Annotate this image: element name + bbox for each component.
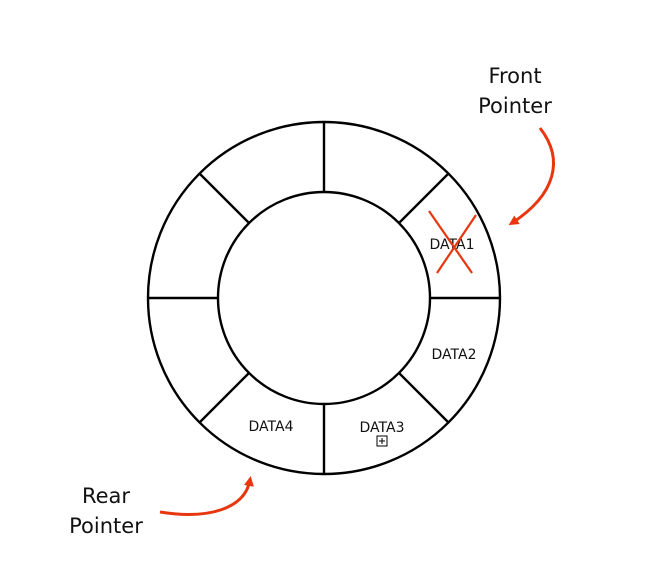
rear-pointer-label-line1: Rear xyxy=(82,484,130,508)
slot-dividers xyxy=(148,122,500,474)
slot-divider xyxy=(198,372,250,424)
front-pointer-label-line2: Pointer xyxy=(478,94,552,118)
slot-divider xyxy=(398,172,450,224)
cross-icon xyxy=(428,210,477,274)
slot-label-3: DATA3 xyxy=(360,420,405,436)
plus-box-icon xyxy=(376,435,388,447)
slot-label-4: DATA4 xyxy=(249,419,294,435)
slot-divider xyxy=(198,172,250,224)
front-pointer-arrow xyxy=(508,127,555,226)
front-pointer-label-line1: Front xyxy=(488,64,541,88)
slot-divider xyxy=(398,372,450,424)
rear-pointer-arrow xyxy=(159,476,254,516)
slot-label-2: DATA2 xyxy=(432,347,477,363)
inner-ring xyxy=(216,190,432,406)
rear-pointer-label-line2: Pointer xyxy=(69,514,143,538)
